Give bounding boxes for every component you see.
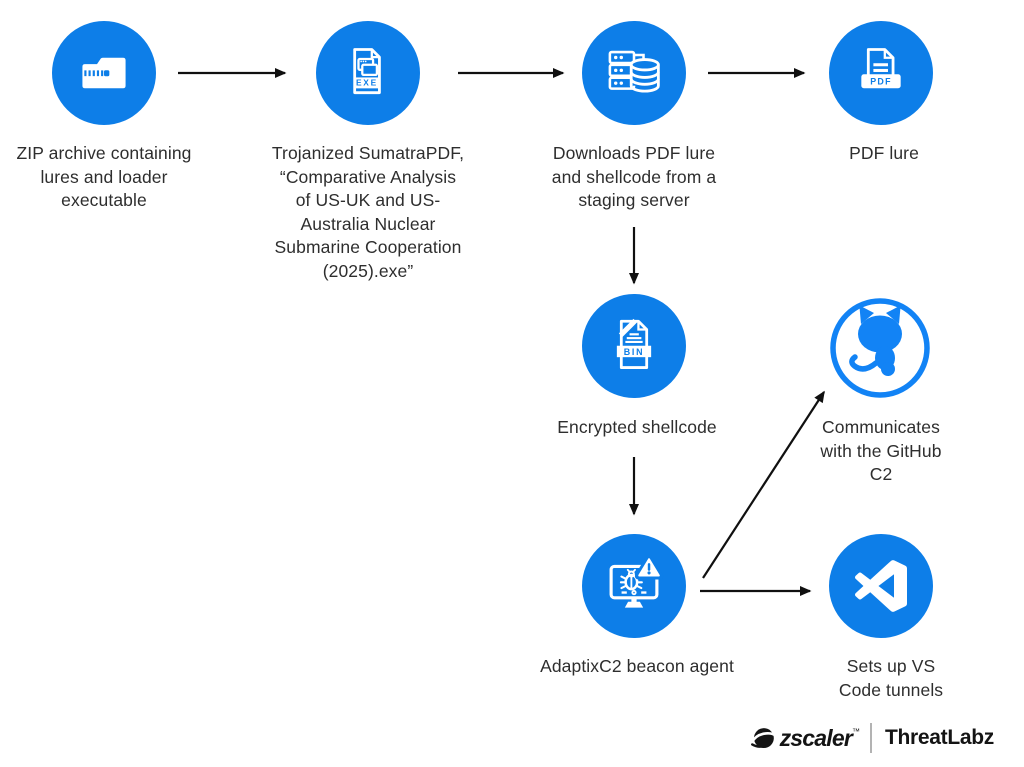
threatlabz-wordmark: ThreatLabz (884, 726, 994, 749)
zscaler-threatlabz-logo: zscaler ™ ThreatLabz (750, 723, 994, 753)
pdf-lure-label: PDF lure (849, 143, 919, 163)
encrypted-shellcode-label: Encrypted shellcode (557, 417, 717, 437)
pdf-badge-text: PDF (870, 77, 892, 87)
exe-badge-text: EXE (356, 78, 378, 88)
warning-triangle-icon (634, 554, 664, 580)
pdf-printer-icon: PDF (829, 21, 933, 125)
exe-file-icon: EXE (316, 21, 420, 125)
trojanized-exe-label: Trojanized SumatraPDF, “Comparative Anal… (271, 143, 465, 281)
vscode-icon (829, 534, 933, 638)
bin-badge-text: BIN (624, 347, 645, 357)
arrow-adaptix-to-github (702, 390, 825, 579)
infected-monitor-icon (582, 534, 686, 638)
zscaler-swoosh-icon (750, 727, 777, 748)
github-c2-label: Communicates with the GitHub C2 (820, 417, 942, 484)
logo-divider (869, 723, 872, 753)
github-octocat-icon (828, 296, 932, 400)
vscode-tunnels-label: Sets up VS Code tunnels (838, 656, 944, 700)
zscaler-wordmark: zscaler (779, 724, 853, 751)
zip-archive-label: ZIP archive containing lures and loader … (16, 143, 192, 210)
adaptixc2-label: AdaptixC2 beacon agent (540, 656, 734, 676)
zip-folder-icon (52, 21, 156, 125)
bin-file-icon: BIN (582, 294, 686, 398)
trademark-symbol: ™ (851, 726, 860, 736)
server-database-icon (582, 21, 686, 125)
staging-server-label: Downloads PDF lure and shellcode from a … (551, 143, 717, 210)
